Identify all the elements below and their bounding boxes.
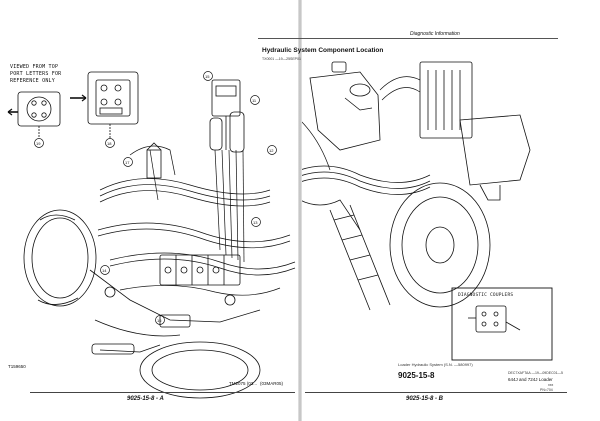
valve-port-inset [7, 91, 61, 138]
header-rule [258, 38, 558, 39]
figure-code: T159650 [8, 364, 26, 369]
main-control-valve [159, 254, 241, 286]
hose-bundle-left [97, 145, 296, 296]
manual-date: (03MAR05) [260, 381, 284, 386]
rear-post [146, 142, 162, 179]
callout-14: 14 [102, 268, 107, 273]
callout-13: 13 [253, 220, 258, 225]
view-note-line-2: PORT LETTERS FOR [10, 71, 62, 77]
front-frame [89, 269, 261, 399]
callout-15: 15 [205, 74, 210, 79]
callout-12: 12 [269, 148, 274, 153]
valve-block-inset [70, 71, 139, 138]
callout-18: 18 [107, 141, 112, 146]
right-ref-line: DEC7XAFTAA —19—09DEC01—5 [508, 371, 563, 375]
page-title: Hydraulic System Component Location [262, 47, 384, 54]
pilot-controls [209, 79, 245, 153]
steps-ladder [329, 204, 391, 311]
callout-17: 17 [125, 160, 130, 165]
right-hoses [299, 76, 431, 231]
model-name: 644J and 724J Loader [508, 377, 553, 382]
rear-frame [459, 114, 531, 201]
section-header: Diagnostic Information [410, 31, 460, 37]
callout-11: 11 [252, 98, 257, 103]
cooler-panel [419, 61, 473, 139]
view-note-line-3: REFERENCE ONLY [10, 78, 55, 84]
right-footer-rule [305, 392, 567, 393]
left-footer-rule [30, 392, 295, 393]
left-page-ref: 9025-15-8 - A [127, 396, 164, 402]
page-number: 9025-15-8 [398, 371, 435, 380]
model-sub: xxx [548, 383, 554, 387]
pn-code: PN=704 [540, 388, 553, 392]
view-note-line-1: VIEWED FROM TOP [10, 64, 59, 70]
page-fold [298, 0, 302, 421]
hydraulic-tank [309, 61, 381, 151]
callout-16: 16 [157, 318, 162, 323]
callout-19: 19 [36, 141, 41, 146]
ref-code: TX0001 —19—25SEP01 [262, 57, 301, 61]
diagnostic-couplers-label: DIAGNOSTIC COUPLERS [458, 293, 514, 298]
left-tire [23, 209, 97, 307]
system-name: Loader Hydraulic System (S.N. —580997) [398, 362, 473, 367]
right-page-ref: 9025-15-8 - B [406, 396, 444, 402]
manual-code: TM2075 (03... [229, 381, 258, 386]
right-tire [389, 182, 491, 308]
diagnostic-coupler-box [451, 287, 553, 361]
callout-bubbles [34, 71, 277, 325]
